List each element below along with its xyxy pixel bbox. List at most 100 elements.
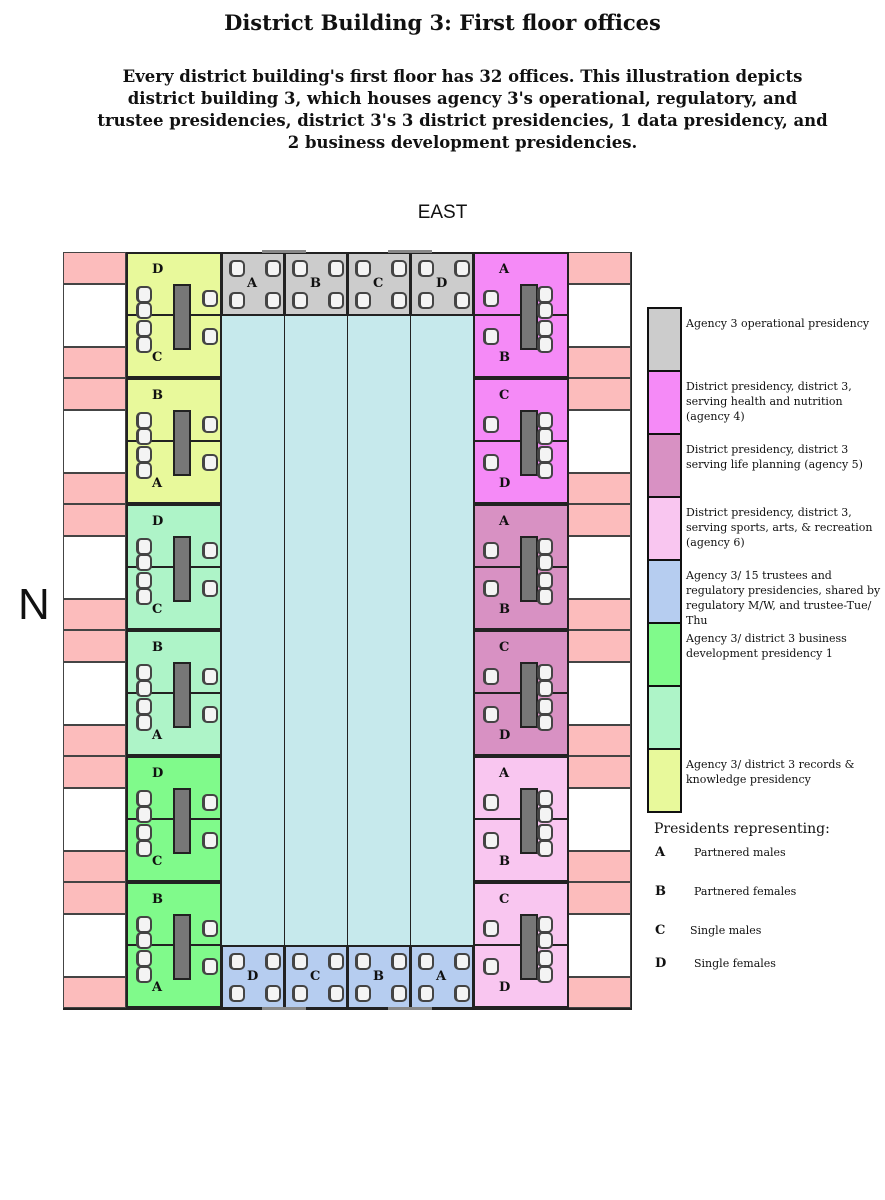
legend-swatch: [647, 748, 682, 813]
chair-icon: [202, 580, 218, 597]
desk-icon: [520, 410, 538, 476]
legend-swatch: [647, 559, 682, 624]
office-letter: D: [499, 476, 511, 491]
room-letter: A: [436, 969, 447, 984]
window-pink: [63, 725, 126, 756]
window-pink: [568, 599, 631, 630]
corridor-lane: [347, 252, 411, 1009]
room-letter: A: [247, 276, 258, 291]
chair-icon: [537, 446, 553, 463]
chair-icon: [136, 320, 152, 337]
window-pink: [63, 599, 126, 630]
armchair-icon: [418, 260, 434, 277]
chair-icon: [202, 706, 218, 723]
room-letter: B: [373, 969, 384, 984]
window-white: [63, 410, 126, 473]
armchair-icon: [355, 985, 371, 1002]
chair-icon: [136, 302, 152, 319]
armchair-icon: [292, 953, 308, 970]
compass-north-label: N: [18, 580, 50, 629]
office-letter: B: [152, 892, 163, 907]
window-white: [63, 284, 126, 347]
armchair-icon: [328, 260, 344, 277]
room-letter: C: [373, 276, 384, 291]
desk-icon: [173, 410, 191, 476]
page-subtitle: Every district building's first floor ha…: [97, 67, 828, 152]
chair-icon: [483, 416, 499, 433]
desk-icon: [173, 914, 191, 980]
office-letter: C: [499, 892, 510, 907]
chair-icon: [537, 916, 553, 933]
chair-icon: [537, 664, 553, 681]
chair-icon: [202, 920, 218, 937]
legend-swatch: [647, 433, 682, 498]
desk-icon: [520, 662, 538, 728]
window-pink: [63, 378, 126, 410]
legend-label: Agency 3 operational presidency: [686, 317, 870, 330]
chair-icon: [202, 416, 218, 433]
legend-label: Agency 3/ 15 trustees and regulatory pre…: [686, 569, 881, 627]
chair-icon: [483, 832, 499, 849]
office-letter: A: [152, 980, 163, 995]
legend-label: District presidency, district 3, serving…: [686, 506, 873, 549]
desk-icon: [520, 914, 538, 980]
window-white: [568, 788, 631, 851]
window-pink: [63, 977, 126, 1008]
armchair-icon: [391, 292, 407, 309]
chair-icon: [483, 668, 499, 685]
armchair-icon: [454, 292, 470, 309]
chair-icon: [136, 588, 152, 605]
chair-icon: [537, 790, 553, 807]
desk-icon: [173, 788, 191, 854]
room-letter: B: [310, 276, 321, 291]
chair-icon: [136, 932, 152, 949]
armchair-icon: [328, 953, 344, 970]
window-pink: [63, 473, 126, 504]
chair-icon: [136, 462, 152, 479]
desk-icon: [520, 788, 538, 854]
office-letter: A: [499, 766, 510, 781]
office-letter: D: [499, 728, 511, 743]
chair-icon: [136, 840, 152, 857]
compass-east-label: EAST: [417, 202, 468, 223]
chair-icon: [483, 290, 499, 307]
chair-icon: [537, 554, 553, 571]
legend-label: Agency 3/ district 3 business developmen…: [686, 632, 847, 660]
window-pink: [63, 252, 126, 284]
key-letter: D: [655, 956, 667, 971]
chair-icon: [202, 958, 218, 975]
window-pink: [568, 851, 631, 882]
window-white: [63, 536, 126, 599]
chair-icon: [537, 428, 553, 445]
door-marker: [388, 250, 432, 253]
chair-icon: [537, 336, 553, 353]
legend-swatch: [647, 685, 682, 750]
door-marker: [262, 1007, 306, 1010]
armchair-icon: [265, 985, 281, 1002]
armchair-icon: [454, 985, 470, 1002]
president-key-heading: Presidents representing:: [654, 821, 830, 837]
office-letter: B: [499, 350, 510, 365]
chair-icon: [537, 412, 553, 429]
chair-icon: [483, 542, 499, 559]
office-letter: D: [499, 980, 511, 995]
armchair-icon: [454, 260, 470, 277]
office-letter: B: [152, 640, 163, 655]
legend-label: District presidency, district 3, serving…: [686, 380, 852, 423]
office-letter: D: [152, 766, 164, 781]
window-pink: [63, 851, 126, 882]
legend-swatch: [647, 622, 682, 687]
office-letter: A: [152, 476, 163, 491]
window-pink: [63, 882, 126, 914]
window-pink: [568, 473, 631, 504]
chair-icon: [136, 446, 152, 463]
corridor-lane: [221, 252, 285, 1009]
door-marker: [388, 1007, 432, 1010]
key-description: Single males: [690, 924, 762, 937]
key-description: Partnered females: [694, 885, 797, 898]
room-letter: D: [436, 276, 448, 291]
window-pink: [568, 725, 631, 756]
chair-icon: [483, 794, 499, 811]
chair-icon: [202, 328, 218, 345]
key-description: Partnered males: [694, 846, 786, 859]
